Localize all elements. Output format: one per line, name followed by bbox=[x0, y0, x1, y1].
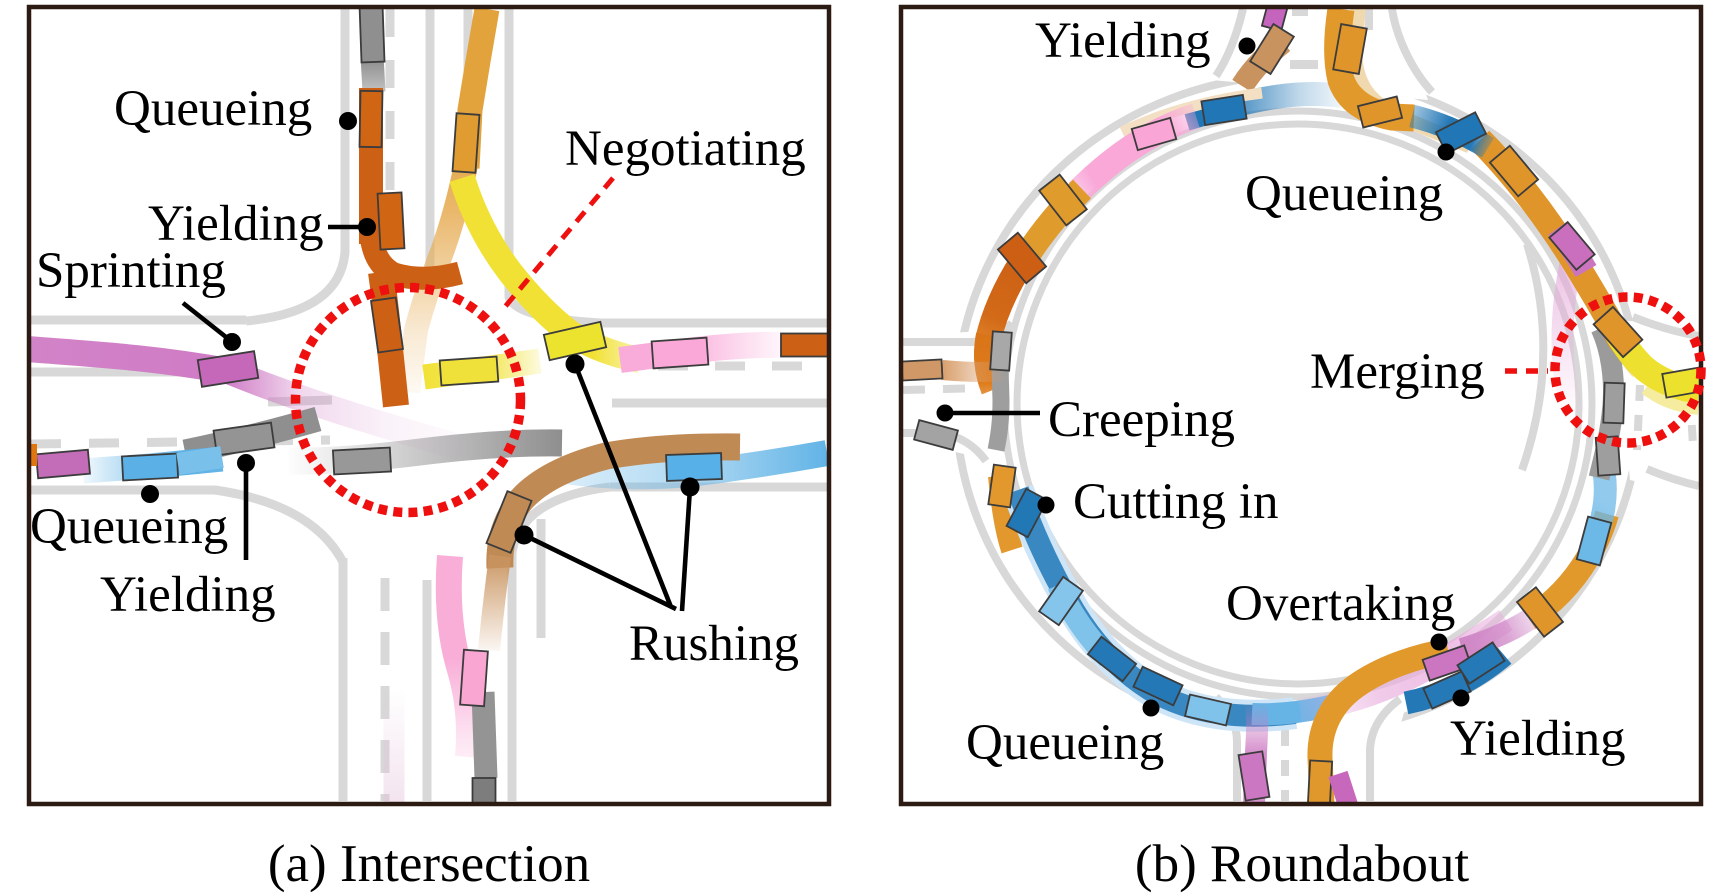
svg-text:(a) Intersection: (a) Intersection bbox=[268, 835, 590, 893]
svg-text:Negotiating: Negotiating bbox=[565, 121, 806, 177]
svg-text:Sprinting: Sprinting bbox=[36, 243, 226, 299]
svg-text:Creeping: Creeping bbox=[1048, 392, 1235, 448]
svg-text:Queueing: Queueing bbox=[1245, 166, 1443, 222]
svg-text:Rushing: Rushing bbox=[629, 616, 799, 672]
svg-text:Cutting in: Cutting in bbox=[1073, 474, 1278, 530]
svg-text:Yielding: Yielding bbox=[1035, 13, 1211, 69]
svg-text:Yielding: Yielding bbox=[100, 567, 276, 623]
svg-text:Queueing: Queueing bbox=[30, 499, 228, 555]
svg-text:Queueing: Queueing bbox=[966, 715, 1164, 771]
svg-text:Overtaking: Overtaking bbox=[1226, 576, 1455, 632]
svg-text:Queueing: Queueing bbox=[114, 81, 312, 137]
svg-text:Yielding: Yielding bbox=[148, 196, 324, 252]
svg-text:Yielding: Yielding bbox=[1450, 711, 1626, 767]
svg-text:(b) Roundabout: (b) Roundabout bbox=[1135, 835, 1469, 893]
svg-text:Merging: Merging bbox=[1310, 344, 1485, 400]
